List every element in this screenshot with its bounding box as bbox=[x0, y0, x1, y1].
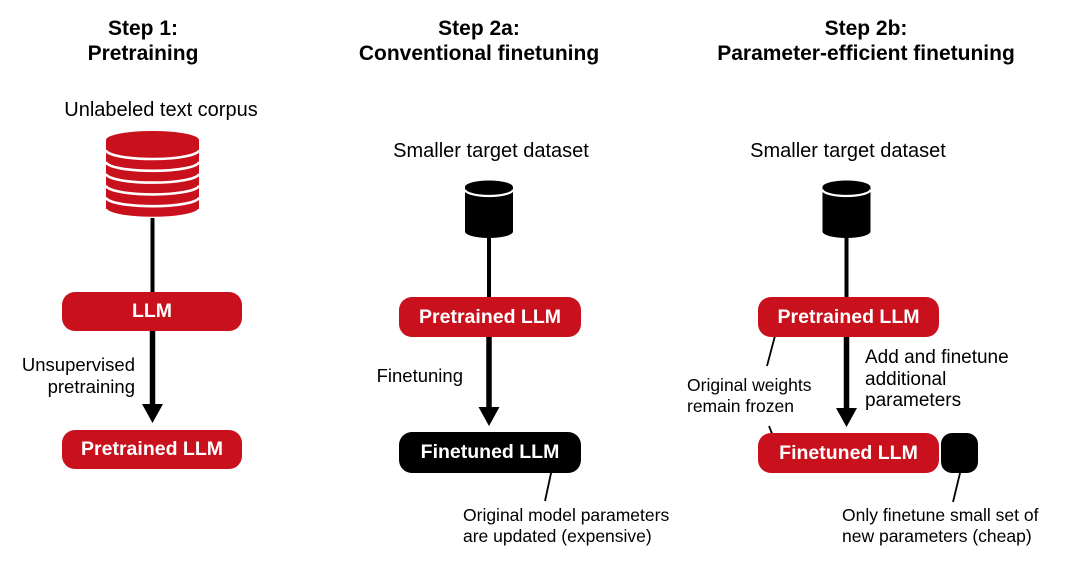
finetuned-llm-box-step2b-label: Finetuned LLM bbox=[779, 441, 918, 464]
llm-box: LLM bbox=[62, 292, 242, 331]
pretrained-llm-box-step2a: Pretrained LLM bbox=[399, 297, 581, 337]
leader-line-frozen-top bbox=[766, 331, 777, 367]
arrow-step2b bbox=[836, 337, 857, 427]
arrow-step2a bbox=[478, 336, 500, 426]
step2a-title-line2: Conventional finetuning bbox=[358, 42, 600, 65]
step2b-adapter-annotation: Only finetune small set of new parameter… bbox=[842, 505, 1039, 546]
database-icon bbox=[821, 180, 872, 239]
finetuned-llm-box-step2a: Finetuned LLM bbox=[399, 432, 581, 473]
database-stack-top bbox=[106, 131, 199, 149]
step2b-title-line2: Parameter-efficient finetuning bbox=[717, 42, 1015, 65]
llm-box-label: LLM bbox=[131, 300, 173, 322]
pretrained-llm-box-step2b: Pretrained LLM bbox=[758, 297, 939, 337]
database-stack-icon bbox=[104, 131, 201, 220]
leader-line-cheap bbox=[952, 468, 962, 503]
finetuned-llm-box-step2b: Finetuned LLM bbox=[758, 433, 939, 473]
step2b-flow-label: Add and finetune additional parameters bbox=[865, 347, 1009, 411]
step1-title-line2: Pretraining bbox=[87, 42, 199, 65]
step1-dataset-label: Unlabeled text corpus bbox=[64, 99, 258, 121]
pretrained-llm-box-step2a-label: Pretrained LLM bbox=[419, 305, 561, 328]
step2b-dataset-label: Smaller target dataset bbox=[750, 140, 946, 162]
pretrained-llm-box-step1-label: Pretrained LLM bbox=[81, 438, 223, 460]
step2b-title: Step 2b: Parameter-efficient finetuning bbox=[681, 16, 1051, 66]
pretrained-llm-box-step2b-label: Pretrained LLM bbox=[777, 305, 920, 328]
step2a-flow-label: Finetuning bbox=[376, 365, 463, 386]
step2a-title-line1: Step 2a: bbox=[438, 17, 520, 40]
pretrained-llm-box-step1: Pretrained LLM bbox=[62, 430, 242, 469]
finetuned-llm-box-step2a-label: Finetuned LLM bbox=[420, 441, 560, 463]
database-icon bbox=[463, 180, 515, 239]
step1-title-line1: Step 1: bbox=[107, 17, 178, 40]
arrow-step1 bbox=[142, 330, 163, 423]
adapter-block-icon bbox=[941, 433, 978, 473]
step2a-title: Step 2a: Conventional finetuning bbox=[329, 16, 629, 66]
step1-flow-label: Unsupervised pretraining bbox=[21, 354, 135, 397]
step2a-dataset-label: Smaller target dataset bbox=[393, 140, 589, 162]
database-stack-body bbox=[106, 140, 199, 219]
step1-title: Step 1: Pretraining bbox=[3, 16, 283, 66]
step2b-title-line1: Step 2b: bbox=[824, 17, 908, 40]
step2b-frozen-annotation: Original weights remain frozen bbox=[687, 375, 812, 416]
step2a-annotation: Original model parameters are updated (e… bbox=[463, 505, 670, 546]
